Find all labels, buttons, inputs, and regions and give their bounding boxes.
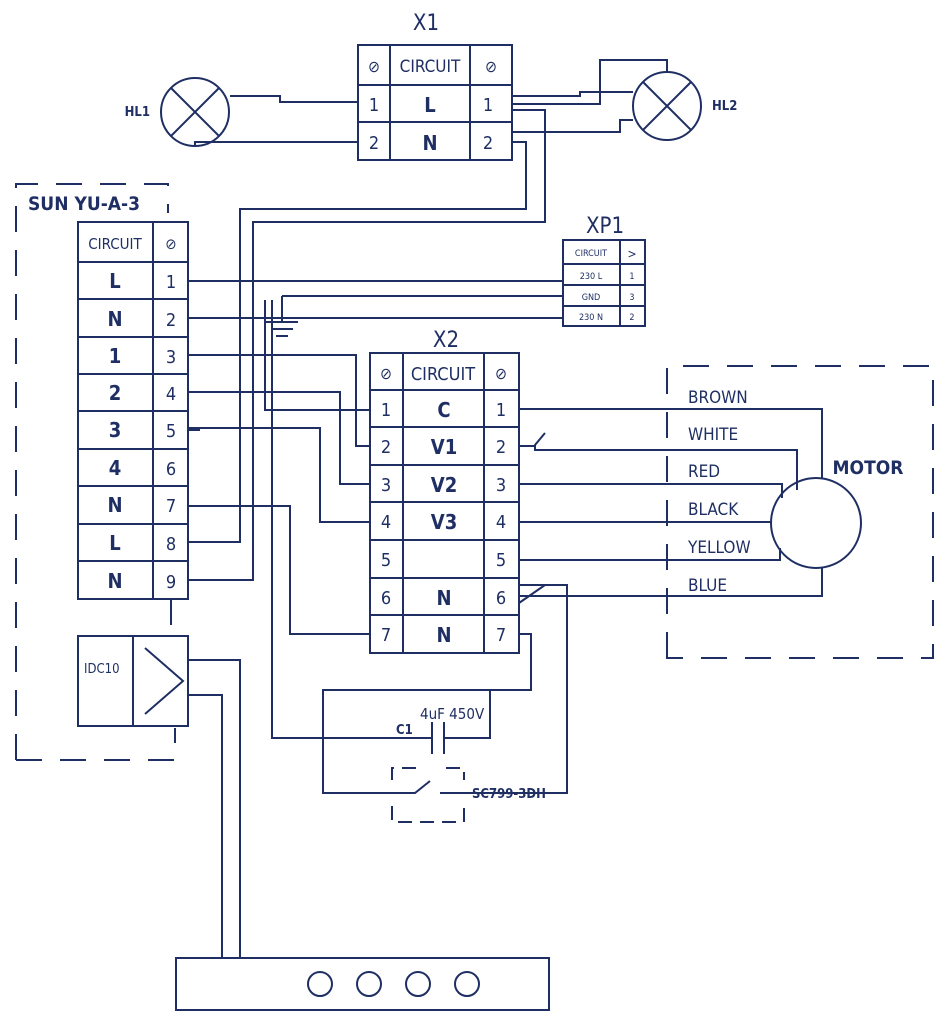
x1-header-right-symbol: ⊘ <box>485 57 497 76</box>
x1-row2-circuit: N <box>422 131 437 155</box>
lamp-wiring <box>194 59 668 146</box>
x1-row1-circuit: L <box>424 93 435 117</box>
controller-row9-terminal: 9 <box>166 572 176 593</box>
x2-row1-right: 1 <box>496 400 506 421</box>
control-panel <box>175 957 550 1011</box>
x1-row1-left: 1 <box>369 95 379 116</box>
capacitor-ref: C1 <box>396 723 413 738</box>
xp1-row3-circuit: 230 N <box>579 313 603 323</box>
x1-row1-right: 1 <box>483 95 493 116</box>
xp1-header-circuit: CIRCUIT <box>575 249 607 259</box>
xp1-row2-terminal: 3 <box>629 293 634 303</box>
terminal-block-x2: X2 ⊘ CIRCUIT ⊘ 1 C 1 2 V1 2 3 V2 3 4 V3 … <box>369 328 520 654</box>
x2-row6-right: 6 <box>496 588 506 609</box>
x2-row4-right: 4 <box>496 512 506 533</box>
controller-row7-terminal: 7 <box>166 496 176 517</box>
terminal-block-xp1: XP1 CIRCUIT > 230 L 1 GND 3 230 N 2 <box>562 214 646 327</box>
x2-row1-circuit: C <box>437 398 450 422</box>
x2-row3-left: 3 <box>381 475 391 496</box>
x2-row7-right: 7 <box>496 625 506 646</box>
xp1-row1-circuit: 230 L <box>580 272 603 282</box>
lamp-hl2-label: HL2 <box>712 99 737 114</box>
controller-row3-terminal: 3 <box>166 347 176 368</box>
power-feed-wiring <box>188 109 563 581</box>
x2-row5-right: 5 <box>496 550 506 571</box>
switch-label: SC799-3DH <box>472 787 546 802</box>
controller-header-symbol: ⊘ <box>165 235 176 253</box>
x2-row2-circuit: V1 <box>431 435 457 459</box>
x2-row1-left: 1 <box>381 400 391 421</box>
x2-header-left-symbol: ⊘ <box>380 364 392 383</box>
controller-row2-terminal: 2 <box>166 310 176 331</box>
x2-row3-right: 3 <box>496 475 506 496</box>
controller-row3-circuit: 1 <box>109 344 122 368</box>
x2-title: X2 <box>433 328 459 353</box>
motor-wire-yellow: YELLOW <box>687 538 751 558</box>
x1-row2-right: 2 <box>483 133 493 154</box>
x2-header-right-symbol: ⊘ <box>495 364 507 383</box>
motor-wire-blue: BLUE <box>688 576 727 596</box>
motor-wire-red: RED <box>688 462 720 482</box>
xp1-header-symbol: > <box>627 247 636 261</box>
x2-row3-circuit: V2 <box>431 473 457 497</box>
controller-header-circuit: CIRCUIT <box>88 235 142 253</box>
x2-header-circuit: CIRCUIT <box>411 364 475 385</box>
controller-row8-terminal: 8 <box>166 534 176 555</box>
xp1-row3-terminal: 2 <box>629 313 634 323</box>
controller-row9-circuit: N <box>107 569 122 593</box>
motor-wire-brown: BROWN <box>688 388 748 408</box>
x2-row2-left: 2 <box>381 437 391 458</box>
x2-row2-right: 2 <box>496 437 506 458</box>
panel-button-3 <box>405 971 431 997</box>
xp1-row1-terminal: 1 <box>629 272 634 282</box>
controller-row4-circuit: 2 <box>109 381 122 405</box>
motor-wire-white: WHITE <box>688 425 738 445</box>
x2-row4-left: 4 <box>381 512 391 533</box>
controller-row4-terminal: 4 <box>166 384 176 405</box>
xp1-row2-circuit: GND <box>582 293 601 303</box>
x2-row6-left: 6 <box>381 588 391 609</box>
terminal-block-x1: X1 ⊘ CIRCUIT ⊘ 1 L 1 2 N 2 <box>357 11 513 161</box>
motor-wiring <box>518 408 823 604</box>
speed-wiring <box>188 300 370 635</box>
controller-row5-circuit: 3 <box>109 418 122 442</box>
controller-title: SUN YU-A-3 <box>28 193 140 215</box>
xp1-title: XP1 <box>586 214 624 239</box>
capacitor-c1: C1 4uF 450V <box>271 300 532 794</box>
controller-row1-terminal: 1 <box>166 272 176 293</box>
lamp-hl1: HL1 <box>125 77 230 147</box>
controller-row7-circuit: N <box>107 493 122 517</box>
x1-row2-left: 2 <box>369 133 379 154</box>
control-panel-wiring <box>188 659 241 958</box>
x1-title: X1 <box>413 11 439 36</box>
panel-button-1 <box>307 971 333 997</box>
x2-row7-circuit: N <box>436 623 451 647</box>
lamp-hl1-label: HL1 <box>125 105 150 120</box>
controller-row2-circuit: N <box>107 307 122 331</box>
x2-row5-left: 5 <box>381 550 391 571</box>
panel-button-2 <box>356 971 382 997</box>
x1-header-circuit: CIRCUIT <box>400 57 461 77</box>
panel-button-4 <box>454 971 480 997</box>
x2-row4-circuit: V3 <box>431 510 457 534</box>
controller-sun-yu-a-3: SUN YU-A-3 CIRCUIT ⊘ L 1 N 2 1 3 2 4 3 5… <box>15 183 189 761</box>
motor-wire-black: BLACK <box>688 500 739 520</box>
ground-icon <box>266 296 298 337</box>
controller-row5-terminal: 5 <box>166 421 176 442</box>
x1-header-left-symbol: ⊘ <box>368 57 380 76</box>
idc10-label: IDC10 <box>84 662 120 677</box>
motor-title: MOTOR <box>833 457 904 479</box>
controller-row6-terminal: 6 <box>166 459 176 480</box>
x2-row7-left: 7 <box>381 625 391 646</box>
controller-row8-circuit: L <box>109 531 120 555</box>
controller-row1-circuit: L <box>109 269 120 293</box>
controller-row6-circuit: 4 <box>109 456 122 480</box>
motor: MOTOR BROWN WHITE RED BLACK YELLOW BLUE <box>666 365 934 659</box>
switch-sc799-3dh: SC799-3DH <box>391 584 568 823</box>
capacitor-value: 4uF 450V <box>420 705 485 723</box>
x2-row6-circuit: N <box>436 586 451 610</box>
lamp-hl2: HL2 <box>632 71 737 141</box>
